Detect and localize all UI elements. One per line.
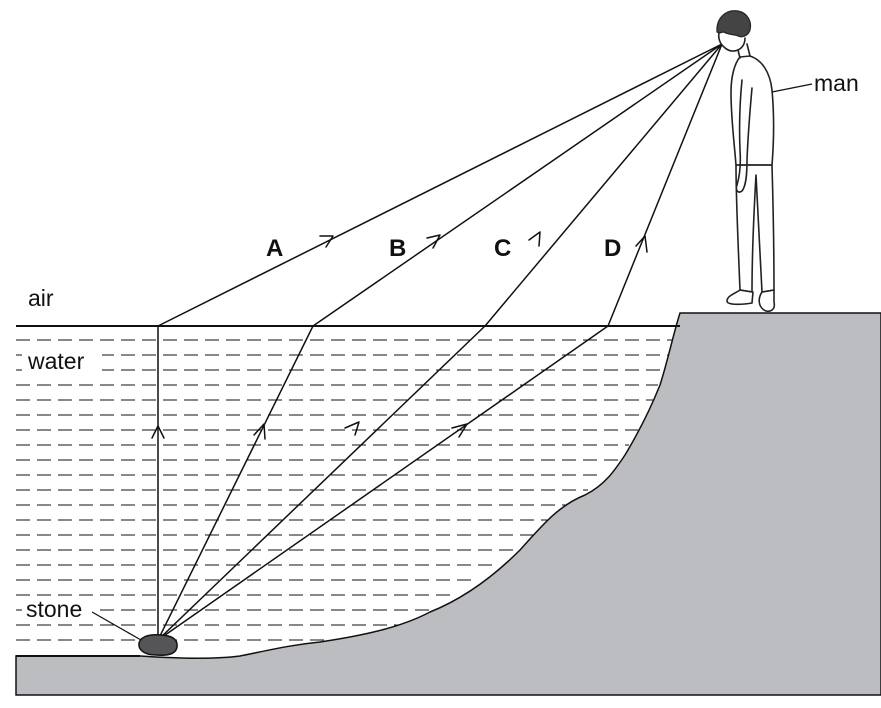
stone-label-bg [22, 597, 96, 623]
arrowhead-c-water [344, 421, 360, 436]
air-label: air [28, 285, 54, 311]
ray-a-air [157, 43, 723, 327]
arrowhead-d-air [635, 235, 648, 253]
arrowhead-a-water [151, 425, 165, 439]
air-arrowheads [319, 231, 648, 253]
man-shoe-left [726, 289, 754, 306]
man-face [717, 32, 746, 52]
arrowhead-a-air [319, 235, 334, 248]
rays-in-water [157, 325, 609, 641]
arrowhead-c-air [528, 231, 541, 247]
ray-c-water [157, 325, 486, 641]
arrowhead-b-air [426, 234, 441, 249]
rays-in-air [157, 43, 723, 327]
ray-label-b: B [389, 235, 406, 262]
ray-label-d: D [604, 235, 621, 262]
arrowhead-d-water [451, 423, 468, 438]
man-shirt [730, 55, 775, 166]
stone-label: stone [26, 596, 82, 622]
ray-d-water [157, 325, 609, 641]
ray-label-a: A [266, 235, 283, 262]
stone [138, 634, 178, 656]
ray-b-water [157, 325, 314, 641]
man-shoe-right [758, 289, 776, 313]
man-arm [735, 79, 753, 193]
water-label-bg [22, 348, 102, 374]
river-bank [15, 312, 881, 696]
man-leader-line [771, 83, 813, 93]
arrowhead-b-water [253, 423, 266, 440]
ray-c-air [484, 43, 723, 327]
ray-d-air [607, 43, 723, 327]
man-hair [716, 10, 752, 38]
water-label: water [27, 348, 85, 374]
stone-leader-line [91, 611, 149, 645]
ray-b-air [312, 43, 723, 327]
water-arrowheads [151, 421, 468, 440]
man-label: man [814, 70, 859, 96]
man-figure [716, 10, 776, 313]
man-legs [735, 164, 775, 293]
ray-label-c: C [494, 235, 511, 262]
